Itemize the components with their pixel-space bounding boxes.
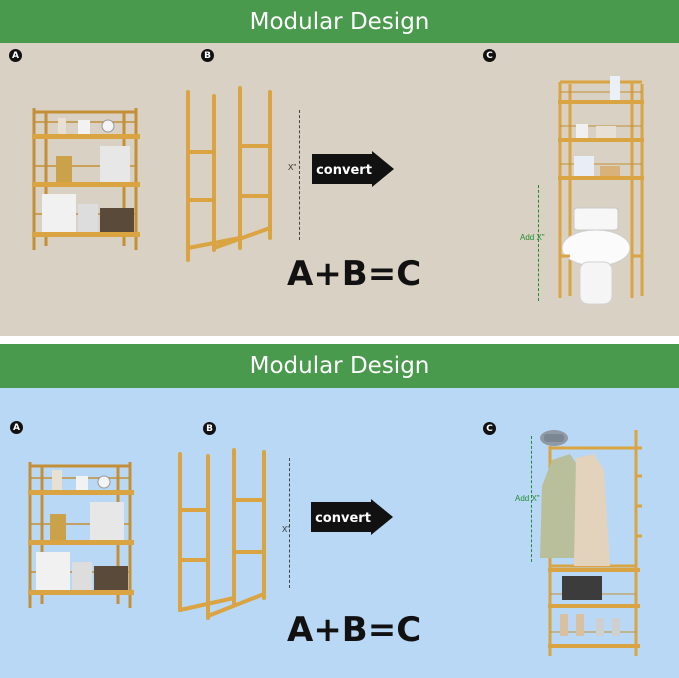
formula-text: A+B=C: [287, 610, 422, 650]
frame-extension-image: [186, 86, 272, 262]
convert-label: convert: [315, 511, 371, 526]
banner: Modular Design: [0, 0, 679, 43]
badge-a: A: [10, 421, 23, 434]
badge-b: B: [201, 49, 214, 62]
frame-dimension-label: X": [288, 163, 297, 172]
badge-c: C: [483, 422, 496, 435]
three-tier-shelf-image: [28, 462, 134, 608]
banner: Modular Design: [0, 344, 679, 388]
toilet-rack-image: [558, 76, 644, 305]
badge-a: A: [9, 49, 22, 62]
banner-title: Modular Design: [249, 353, 430, 379]
frame-dimension-line: [299, 110, 300, 240]
convert-arrow: convert: [312, 151, 394, 187]
banner-title: Modular Design: [249, 8, 430, 35]
panel-garment-rack: Modular Design A B C X": [0, 344, 679, 678]
convert-arrow: convert: [311, 499, 393, 535]
garment-rack-image: [540, 430, 642, 656]
three-tier-shelf-image: [32, 108, 140, 250]
formula-text: A+B=C: [287, 254, 422, 294]
badge-b: B: [203, 422, 216, 435]
panel-toilet-rack: Modular Design A B C X": [0, 0, 679, 336]
frame-dimension-line: [289, 458, 290, 588]
result-dimension-line: [538, 185, 539, 301]
result-dimension-label: Add X": [520, 233, 545, 242]
frame-extension-image: [178, 448, 266, 620]
badge-c: C: [483, 49, 496, 62]
frame-dimension-label: X": [282, 525, 291, 534]
result-dimension-line: [531, 436, 532, 562]
convert-label: convert: [316, 163, 372, 178]
result-dimension-label: Add X": [515, 494, 540, 503]
